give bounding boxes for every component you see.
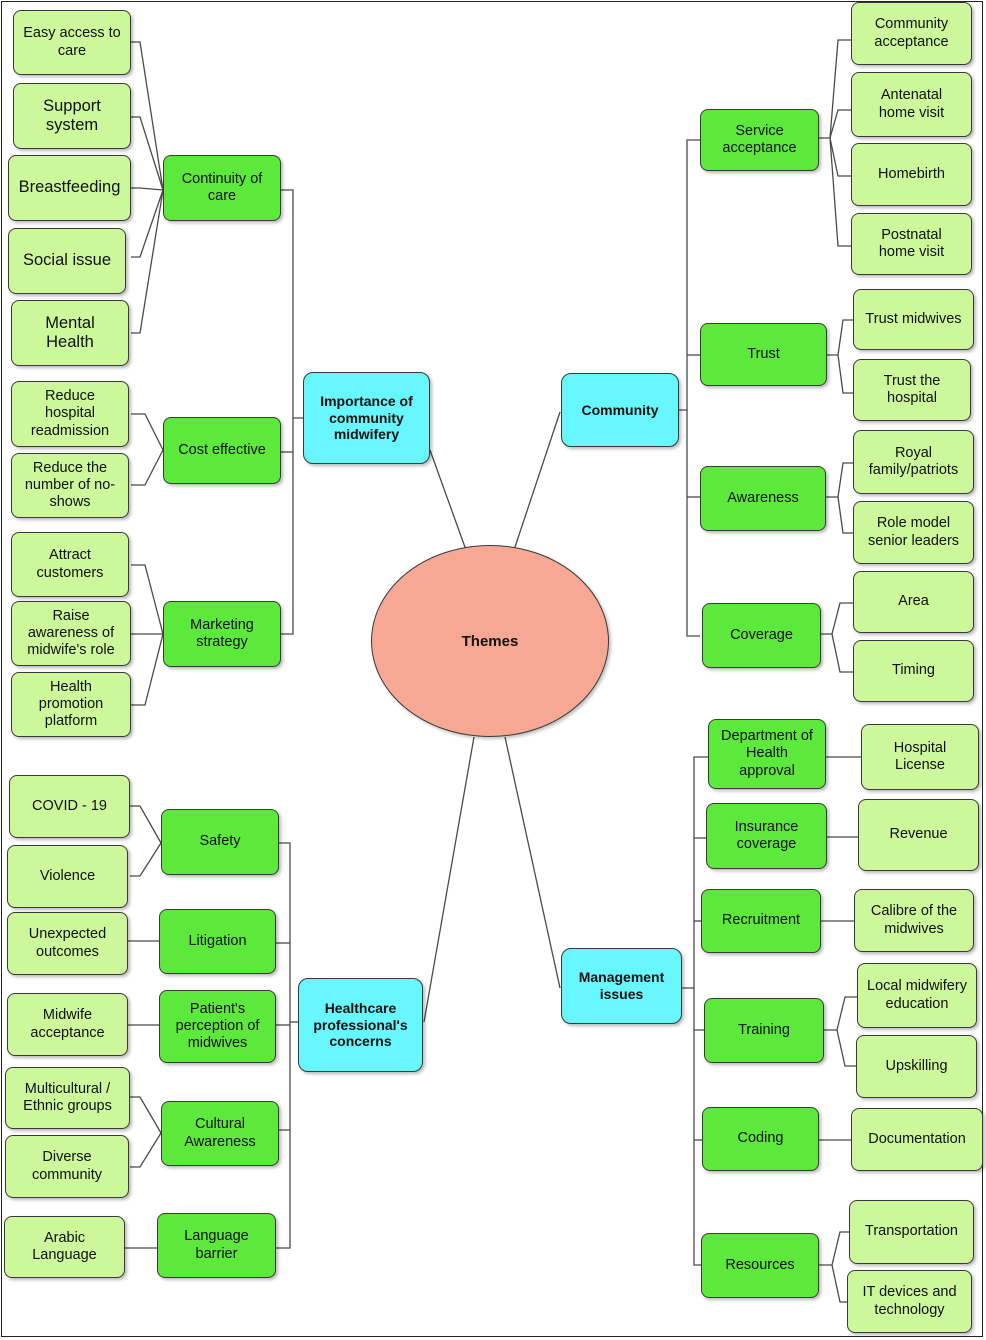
leaf-area: Area	[853, 571, 974, 633]
leaf-role-model-leaders: Role model senior leaders	[853, 501, 974, 564]
subtheme-coverage: Coverage	[702, 603, 821, 668]
leaf-violence: Violence	[7, 845, 128, 908]
leaf-diverse-community: Diverse community	[5, 1135, 129, 1198]
leaf-documentation: Documentation	[851, 1108, 983, 1171]
leaf-breastfeeding: Breastfeeding	[8, 155, 131, 221]
leaf-royal-family: Royal family/patriots	[853, 430, 974, 494]
leaf-it-devices: IT devices and technology	[847, 1270, 972, 1333]
themes-root-label: Themes	[461, 632, 519, 650]
leaf-timing: Timing	[853, 640, 974, 702]
subtheme-resources: Resources	[701, 1233, 819, 1298]
leaf-unexpected-outcomes: Unexpected outcomes	[7, 912, 128, 975]
leaf-upskilling: Upskilling	[856, 1035, 977, 1098]
leaf-calibre-midwives: Calibre of the midwives	[854, 889, 974, 952]
subtheme-patient-perception: Patient's perception of midwives	[159, 990, 276, 1063]
theme-importance: Importance of community midwifery	[303, 372, 430, 464]
leaf-multicultural-groups: Multicultural / Ethnic groups	[5, 1067, 130, 1129]
leaf-trust-midwives: Trust midwives	[853, 289, 974, 350]
theme-management-issues: Management issues	[561, 948, 682, 1024]
leaf-transportation: Transportation	[849, 1200, 974, 1264]
subtheme-awareness: Awareness	[700, 466, 826, 531]
theme-healthcare-concerns: Healthcare professional's concerns	[298, 978, 423, 1072]
leaf-homebirth: Homebirth	[851, 143, 972, 206]
subtheme-doh-approval: Department of Health approval	[708, 719, 826, 789]
subtheme-continuity-of-care: Continuity of care	[163, 155, 281, 221]
subtheme-trust: Trust	[700, 323, 827, 386]
subtheme-litigation: Litigation	[159, 909, 276, 974]
leaf-reduce-no-shows: Reduce the number of no- shows	[11, 453, 129, 518]
theme-community: Community	[561, 373, 679, 447]
leaf-social-issue: Social issue	[8, 228, 126, 294]
leaf-community-acceptance: Community acceptance	[851, 2, 972, 65]
leaf-arabic-language: Arabic Language	[4, 1216, 125, 1278]
leaf-local-midwifery-education: Local midwifery education	[857, 963, 977, 1028]
subtheme-safety: Safety	[161, 809, 279, 875]
leaf-hospital-license: Hospital License	[861, 724, 979, 790]
leaf-mental-health: Mental Health	[11, 300, 129, 366]
leaf-postnatal-home-visit: Postnatal home visit	[851, 213, 972, 275]
subtheme-marketing-strategy: Marketing strategy	[163, 601, 281, 667]
leaf-raise-awareness: Raise awareness of midwife's role	[11, 601, 131, 666]
leaf-trust-hospital: Trust the hospital	[853, 359, 971, 421]
subtheme-language-barrier: Language barrier	[157, 1213, 276, 1278]
leaf-covid-19: COVID - 19	[9, 775, 130, 838]
leaf-easy-access: Easy access to care	[13, 10, 131, 75]
subtheme-cost-effective: Cost effective	[163, 417, 281, 484]
themes-root-node: Themes	[371, 545, 609, 737]
subtheme-insurance-coverage: Insurance coverage	[706, 803, 827, 869]
leaf-reduce-readmission: Reduce hospital readmission	[11, 381, 129, 447]
subtheme-training: Training	[704, 998, 824, 1063]
leaf-support-system: Support system	[13, 83, 131, 149]
leaf-midwife-acceptance: Midwife acceptance	[7, 993, 128, 1056]
subtheme-service-acceptance: Service acceptance	[700, 109, 819, 171]
leaf-attract-customers: Attract customers	[11, 532, 129, 597]
leaf-revenue: Revenue	[858, 799, 979, 871]
subtheme-recruitment: Recruitment	[701, 889, 821, 953]
leaf-antenatal-home-visit: Antenatal home visit	[851, 72, 972, 137]
subtheme-coding: Coding	[702, 1107, 819, 1171]
subtheme-cultural-awareness: Cultural Awareness	[161, 1101, 279, 1166]
leaf-health-promotion: Health promotion platform	[11, 672, 131, 737]
